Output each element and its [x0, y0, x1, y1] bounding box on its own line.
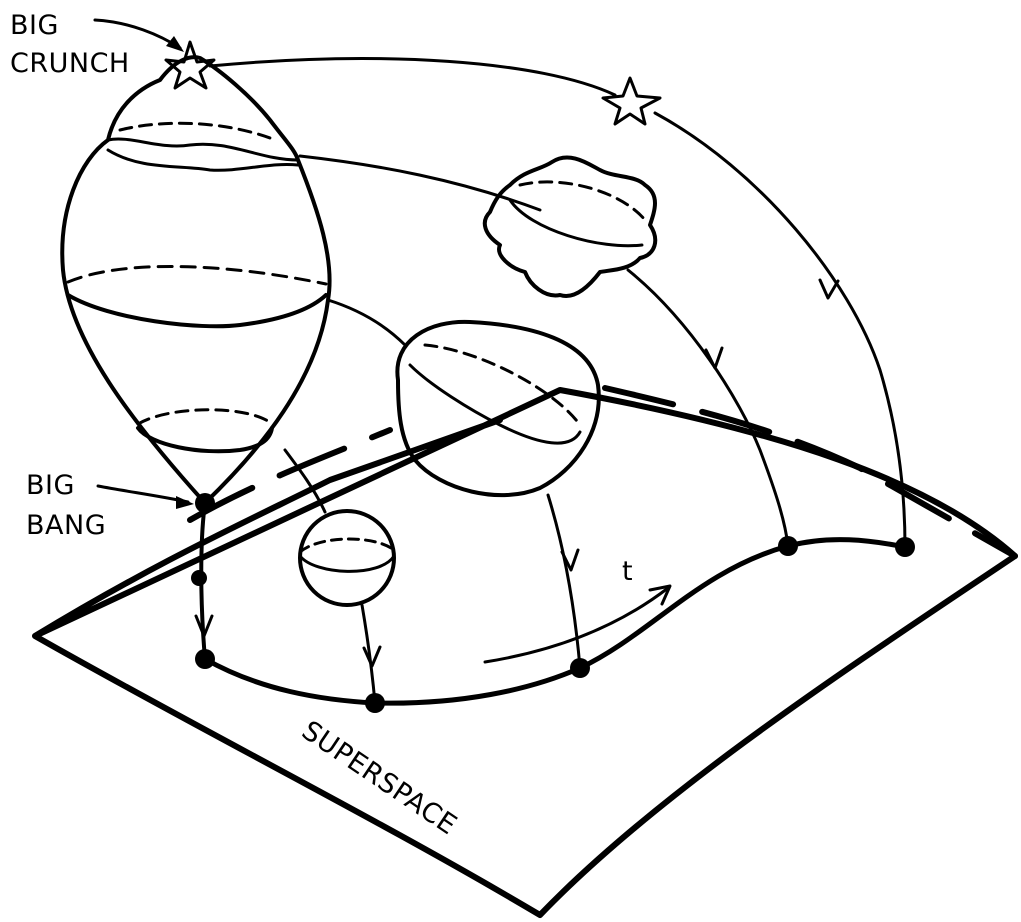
large-sphere-slice-back	[425, 345, 580, 425]
large-sphere	[397, 322, 598, 495]
big-crunch-pointer	[95, 20, 180, 48]
universe-middle-slice-back	[68, 266, 326, 284]
time-label: t	[622, 556, 633, 587]
trajectory-point	[191, 570, 207, 586]
small-sphere	[300, 511, 394, 605]
trajectory-point	[195, 649, 215, 669]
arc-arrow	[820, 280, 838, 298]
arc-arrow	[364, 647, 380, 666]
universe-history-shape	[62, 57, 329, 503]
small-sphere-slice-back	[300, 539, 394, 552]
universe-lower-slice-back	[138, 410, 272, 424]
big-crunch-label-line1: BIG	[10, 10, 59, 41]
big-bang-label-line2: BANG	[26, 510, 106, 541]
small-sphere-slice-front	[300, 556, 394, 571]
crunch-arc-outer-down	[655, 113, 905, 547]
big-bang-label-line1: BIG	[26, 470, 75, 501]
wavy-universe-shape	[485, 157, 655, 296]
big-bang-pointer	[98, 486, 188, 502]
world-line-4-down	[362, 605, 375, 703]
big-crunch-pointer-head	[166, 36, 184, 52]
large-sphere-slice-front	[410, 365, 580, 443]
big-crunch-label-line2: CRUNCH	[10, 48, 130, 79]
universe-middle-slice-front	[68, 295, 326, 326]
universe-top-slice-back	[120, 123, 270, 138]
universe-top-slice-front	[108, 150, 298, 170]
wavy-universe-slice-back	[520, 182, 645, 220]
world-line-3	[328, 300, 405, 345]
arc-arrow	[706, 348, 722, 368]
big-crunch-star-icon	[166, 42, 214, 88]
universe-top-slice	[108, 139, 298, 160]
crunch-arc-outer	[210, 59, 615, 95]
world-line-2	[300, 156, 540, 210]
distant-crunch-star-icon	[603, 78, 660, 124]
big-bang-pointer-head	[176, 496, 194, 509]
